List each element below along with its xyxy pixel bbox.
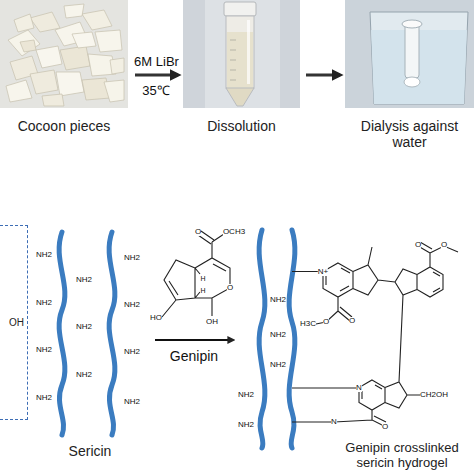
atom-label: H3C <box>300 320 316 328</box>
cocoon-flake <box>104 80 124 102</box>
atom-label: N <box>331 418 337 426</box>
cocoon-flake <box>64 4 84 18</box>
beaker <box>370 12 468 104</box>
atom-label: N <box>356 384 362 392</box>
genipin-structure <box>162 231 230 317</box>
atom-label: NH2 <box>76 371 92 379</box>
cocoon-flake <box>110 58 124 74</box>
arrow-label: Genipin <box>170 349 218 363</box>
node-caption: Dissolution <box>207 118 275 134</box>
cocoon-flake <box>6 80 32 102</box>
atom-label: NH2 <box>124 301 140 309</box>
photo-panel: Dissolution <box>183 0 300 136</box>
atom-label: NH2 <box>36 346 52 354</box>
sericin-chain <box>289 230 295 448</box>
atom-label: O <box>227 284 233 292</box>
atom-label: O <box>415 241 421 249</box>
atom-label: NH2 <box>76 323 92 331</box>
atom-label: NH2 <box>270 296 286 304</box>
atom-label: O <box>323 318 329 326</box>
cocoon-flake <box>82 10 112 30</box>
reaction-arrow <box>306 74 340 77</box>
atom-label: NH2 <box>238 391 254 399</box>
tube-graduation <box>230 40 236 80</box>
atom-label: CH2OH <box>420 391 448 399</box>
crosslink-structure <box>292 242 458 426</box>
node-caption: Genipin crosslinked sericin hydrogel <box>330 441 474 471</box>
tube-cone <box>226 88 254 106</box>
atom-label: O <box>441 241 447 249</box>
atom-label: NH2 <box>36 299 52 307</box>
dashed-box: OH <box>0 225 28 420</box>
sericin-chain <box>59 232 65 435</box>
photo-panel: Dialysis against water <box>345 0 474 152</box>
atom-label: NH2 <box>124 348 140 356</box>
cocoon-flake <box>20 40 36 52</box>
cocoon-flake <box>72 32 96 48</box>
product-panel: Genipin crosslinked sericin hydrogel <box>236 225 474 474</box>
cassette-float <box>402 20 422 28</box>
atom-label: NH2 <box>238 421 254 429</box>
atom-label: O <box>382 423 388 431</box>
cocoon-flake <box>30 70 58 94</box>
photo-background <box>183 0 300 108</box>
atom-label: NH2 <box>36 251 52 259</box>
node-caption: Cocoon pieces <box>18 118 111 134</box>
cocoon-flake <box>95 30 122 52</box>
cocoon-flake <box>36 46 62 68</box>
tube-body <box>226 16 254 88</box>
photo-background <box>345 0 474 108</box>
sericin-chain <box>109 232 115 435</box>
condition-label: 35℃ <box>142 84 169 97</box>
dialysis-sample <box>404 77 420 87</box>
cocoon-flake <box>60 46 90 70</box>
cocoon-flake <box>30 12 60 32</box>
atom-label: H <box>200 287 205 294</box>
atom-label: OCH3 <box>223 228 245 236</box>
cocoon-flake <box>8 30 40 56</box>
reaction-arrow <box>155 339 233 341</box>
atom-label: HO <box>150 314 162 322</box>
dialysis-cassette <box>405 22 419 78</box>
cocoon-flake <box>14 14 34 32</box>
atom-label: NH2 <box>270 331 286 339</box>
atom-label: O <box>349 317 355 325</box>
atom-label: O <box>195 228 201 236</box>
atom-label: H <box>200 275 205 282</box>
arrow-label: 6M LiBr <box>134 55 179 68</box>
atom-label: NH2 <box>36 394 52 402</box>
tube-cap <box>224 2 256 16</box>
cocoon-flake <box>42 94 64 106</box>
atom-label: NH2 <box>270 361 286 369</box>
photo-background <box>0 0 128 108</box>
atom-label: NH2 <box>124 254 140 262</box>
node-caption: Dialysis against water <box>345 118 474 150</box>
reaction-arrow <box>135 74 178 77</box>
node-caption: Sericin <box>69 443 112 459</box>
atom-label: OH <box>206 318 218 326</box>
atom-label: N+ <box>318 268 328 276</box>
tube-highlight <box>247 20 250 84</box>
cocoon-flake <box>56 72 84 96</box>
atom-label: NH2 <box>76 276 92 284</box>
node-caption: OH <box>9 317 24 329</box>
sericin-chain <box>259 230 265 448</box>
photo-panel: Cocoon pieces <box>0 0 128 136</box>
photo-background <box>205 0 280 108</box>
atom-label: NH2 <box>124 398 140 406</box>
